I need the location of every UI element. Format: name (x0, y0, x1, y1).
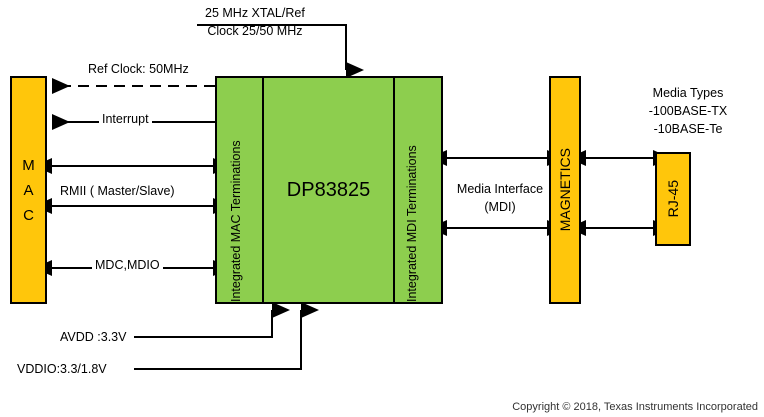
media-types-label: Media Types -100BASE-TX -10BASE-Te (628, 84, 748, 138)
media-interface-label-line1: Media Interface (456, 182, 544, 196)
media-interface-label: Media Interface (MDI) (447, 180, 553, 216)
magnetics-block-label: MAGNETICS (557, 148, 573, 232)
rj45-block-label: RJ-45 (665, 180, 681, 218)
phy-divider-left (262, 78, 264, 302)
interrupt-label: Interrupt (99, 112, 152, 126)
media-types-heading: Media Types (652, 86, 724, 100)
avdd-connector (134, 302, 290, 338)
clock-source-label: 25 MHz XTAL/Ref Clock 25/50 MHz (205, 4, 305, 40)
copyright-notice: Copyright © 2018, Texas Instruments Inco… (512, 401, 758, 413)
integrated-mac-terminations-label: Integrated MAC Terminations (229, 140, 243, 302)
media-interface-label-line2: (MDI) (484, 200, 516, 214)
rmii-label: RMII ( Master/Slave) (57, 184, 178, 198)
avdd-label: AVDD :3.3V (57, 330, 130, 344)
ref-clock-label: Ref Clock: 50MHz (85, 62, 192, 76)
integrated-mdi-terminations-label: Integrated MDI Terminations (405, 145, 419, 302)
dp83825-block: Integrated MAC Terminations DP83825 Inte… (215, 76, 443, 304)
clock-source-label-line1: 25 MHz XTAL/Ref (205, 6, 305, 20)
clock-connector (197, 24, 364, 78)
phy-divider-right (393, 78, 395, 302)
vddio-label: VDDIO:3.3/1.8V (14, 362, 110, 376)
media-types-item-1: -10BASE-Te (653, 122, 723, 136)
clock-source-label-line2: Clock 25/50 MHz (207, 24, 303, 38)
rj45-block: RJ-45 (655, 152, 691, 246)
dp83825-part-number: DP83825 (286, 178, 371, 201)
mdc-mdio-label: MDC,MDIO (92, 258, 163, 272)
vddio-connector (134, 302, 319, 370)
media-types-item-0: -100BASE-TX (648, 104, 728, 118)
magnetics-block: MAGNETICS (549, 76, 581, 304)
